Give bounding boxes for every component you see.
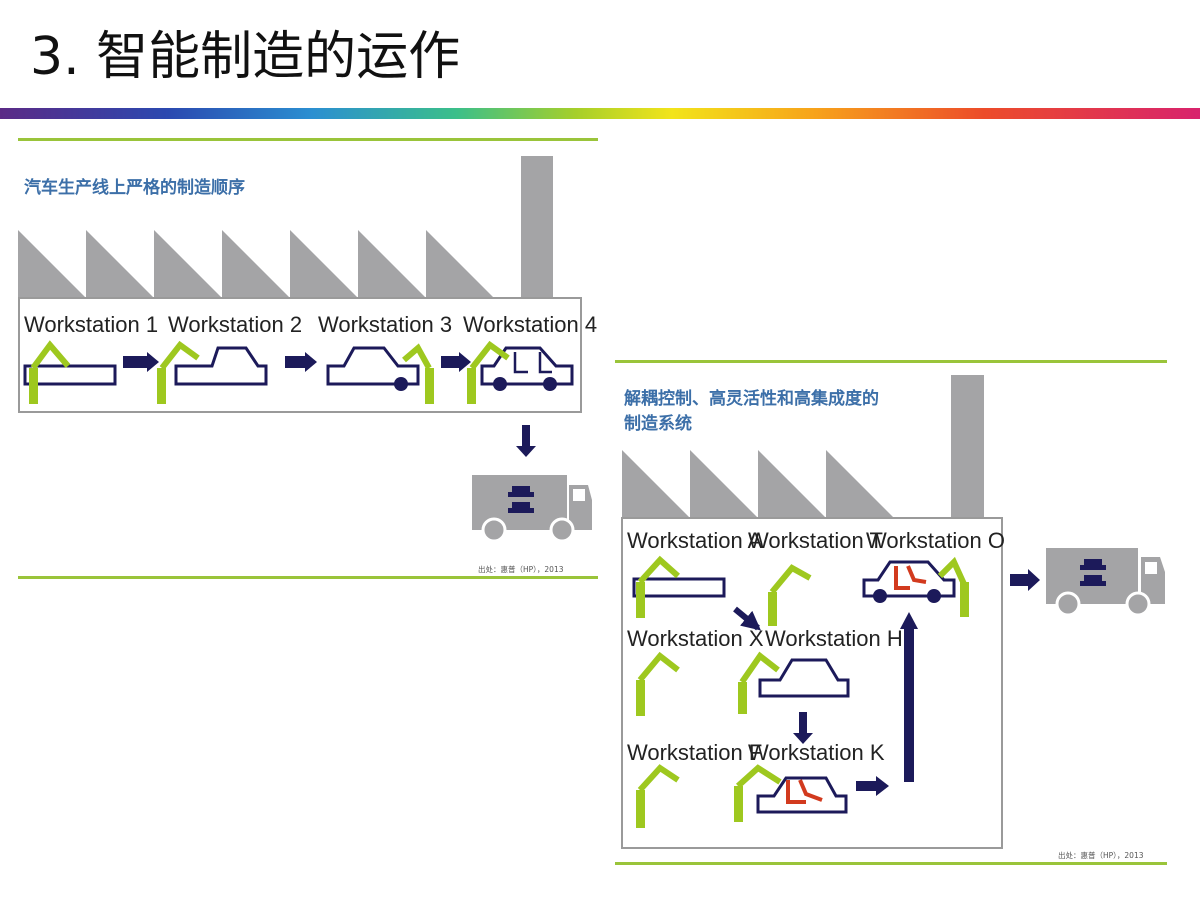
arrow-up-shaft [904,628,914,782]
wheel-icon [873,589,887,603]
car-body-icon [632,577,726,598]
arrow-right-icon [1010,569,1040,591]
workstation-2-label: Workstation 2 [168,312,302,337]
component-part-icon [786,779,823,804]
left-source-note: 出处：惠普（HP），2013 [478,564,564,574]
right-top-rule [615,360,1167,363]
car-body-icon [326,346,420,386]
workstation-f-label: Workstation F [627,740,762,765]
factory-roof-icon [622,450,894,518]
arrow-right-icon [441,352,471,372]
car-body-icon [174,346,268,386]
workstation-4-label: Workstation 4 [463,312,597,337]
production-line-box [18,297,582,413]
arrow-diagonal-icon [733,606,761,631]
truck-icon [472,475,592,543]
workstation-a-label: Workstation A [627,528,763,553]
robot-arm-icon [768,564,812,626]
arrow-right-icon [285,352,317,372]
car-body-icon [23,364,117,386]
robot-arm-icon [157,340,200,404]
robot-arm-icon [467,340,510,404]
robot-arm-icon [734,764,782,822]
arrow-down-icon [793,712,813,744]
component-part-icon [894,565,927,590]
chimney-icon [521,156,553,298]
truck-icon [1046,548,1165,617]
right-caption-line1: 解耦控制、高灵活性和高集成度的 [624,388,879,409]
left-panel: 汽车生产线上严格的制造顺序 Workstation 1 Workstation … [18,138,598,579]
wheel-icon [927,589,941,603]
slide-title: 3. 智能制造的运作 [30,27,461,87]
robot-arm-icon [29,340,71,404]
workstation-k-label: Workstation K [748,740,885,765]
chimney-icon [951,375,984,518]
wheel-icon [394,377,408,391]
robot-arm-icon [636,651,680,716]
rainbow-divider-bar [0,108,1200,119]
right-source-note: 出处：惠普（HP），2013 [1058,850,1144,860]
workstation-o-label: Workstation O [866,528,1005,553]
robot-arm-icon [636,764,680,828]
workstation-1-label: Workstation 1 [24,312,158,337]
right-bottom-rule [615,862,1167,865]
robot-arm-icon [937,556,969,617]
arrow-up-icon [900,612,918,629]
robot-arm-icon [402,343,434,404]
robot-arm-icon [738,651,780,714]
left-caption: 汽车生产线上严格的制造顺序 [24,177,245,198]
wheel-icon [543,377,557,391]
workstation-x-label: Workstation X [627,626,764,651]
car-body-icon [758,658,850,698]
arrow-right-icon [856,776,889,796]
right-panel: 解耦控制、高灵活性和高集成度的 制造系统 Workstation A Works… [615,360,1167,865]
arrow-right-icon [123,352,159,372]
workstation-3-label: Workstation 3 [318,312,452,337]
left-bottom-rule [18,576,598,579]
workstation-h-label: Workstation H [765,626,903,651]
left-top-rule [18,138,598,141]
robot-arm-icon [636,555,680,618]
car-body-icon [862,560,956,598]
car-body-icon [756,776,848,814]
wheel-icon [493,377,507,391]
arrow-down-icon [516,425,536,457]
right-caption-line2: 制造系统 [624,413,692,434]
factory-roof-icon [18,230,494,298]
workstation-t-label: Workstation T [748,528,883,553]
